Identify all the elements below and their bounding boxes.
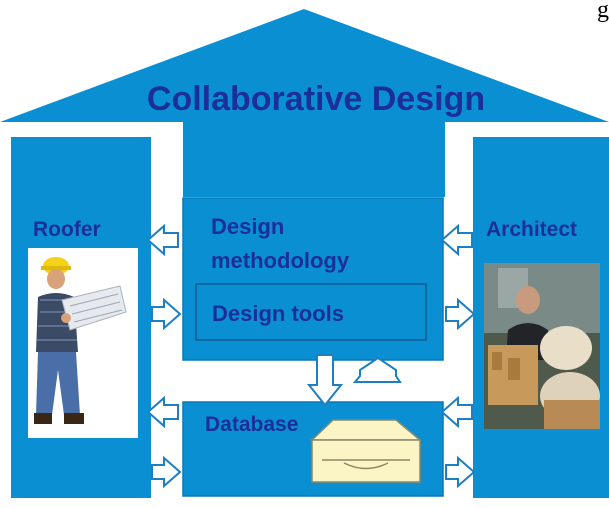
arrow-left-icon <box>146 395 179 429</box>
arrow-left-icon <box>146 223 179 257</box>
arrow-left-icon <box>440 395 473 429</box>
architect-photo <box>484 263 600 429</box>
down-arrow-icon <box>306 354 344 407</box>
left-arrows <box>146 223 182 489</box>
right-arrows <box>440 223 476 489</box>
methodology-label-line2: methodology <box>211 248 350 273</box>
arrow-right-icon <box>151 455 182 489</box>
design-tools-label: Design tools <box>212 301 344 326</box>
database-label: Database <box>205 413 298 436</box>
architect-label: Architect <box>486 218 577 241</box>
disk-drive-icon <box>310 419 423 483</box>
roof-block <box>0 9 609 197</box>
design-tools-box <box>195 283 427 341</box>
arrow-right-icon <box>445 455 476 489</box>
arrow-right-icon <box>445 297 476 331</box>
methodology-label-line1: Design <box>211 214 284 239</box>
roofer-photo <box>28 248 138 438</box>
roofer-label: Roofer <box>33 218 101 241</box>
arrow-right-icon <box>151 297 182 331</box>
up-arrow-icon <box>352 356 402 383</box>
corner-text-fragment: g <box>597 0 609 23</box>
arrow-left-icon <box>440 223 473 257</box>
page-title: Collaborative Design <box>147 80 485 118</box>
